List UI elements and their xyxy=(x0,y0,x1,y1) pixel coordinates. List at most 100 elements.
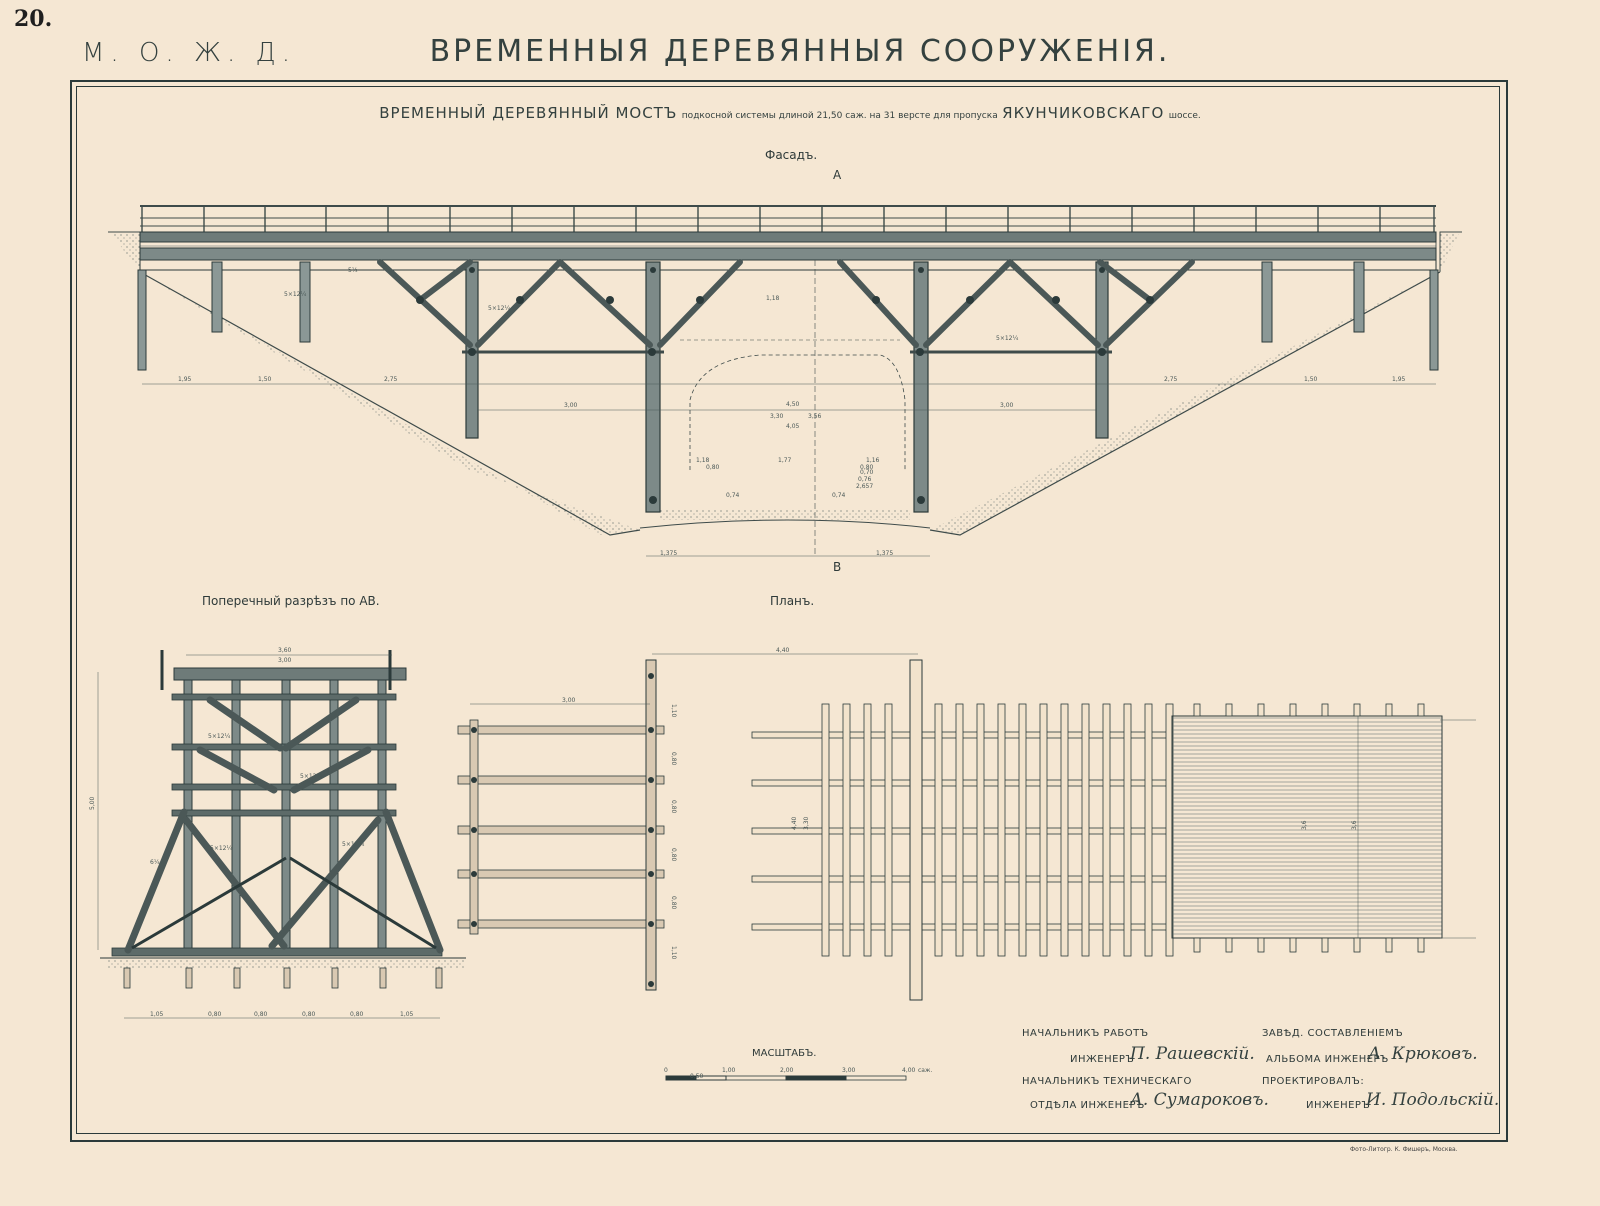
cross-dim-top1: 3,60 xyxy=(278,647,292,654)
dim-w2: 4,05 xyxy=(786,423,800,430)
scale-bar xyxy=(665,1075,907,1081)
plan-dimensions: 4,40 3,00 4,40 3,30 3,6 3,6 1,10 0,80 0,… xyxy=(562,647,1358,960)
plan-dim-top: 4,40 xyxy=(776,647,790,654)
cross-timber-5: 6¼ xyxy=(150,859,160,866)
plan-dim-left: 3,00 xyxy=(562,697,576,704)
dim-w1: 4,50 xyxy=(786,401,800,408)
dim-h1: 3,30 xyxy=(770,413,784,420)
railing-posts xyxy=(141,206,1435,232)
page-title: ВРЕМЕННЫЯ ДЕРЕВЯННЫЯ СООРУЖЕНIЯ. xyxy=(429,34,1171,69)
scale-tick-5: 4,00 xyxy=(902,1067,916,1074)
cross-dim-top2: 3,00 xyxy=(278,657,292,664)
cross-section-dimensions: 3,60 3,00 5,00 1,05 0,80 0,80 0,80 0,80 … xyxy=(89,647,414,1018)
facade-dimensions: 1,95 1,50 2,75 3,00 3,00 2,75 1,50 1,95 … xyxy=(178,267,1406,557)
plan-side-4: 0,80 xyxy=(670,848,677,862)
scale-tick-3: 2,00 xyxy=(780,1067,794,1074)
dim-facade-6: 2,75 xyxy=(1164,376,1178,383)
plan-dim-right1: 3,6 xyxy=(1301,820,1308,830)
scale-tick-4: 3,00 xyxy=(842,1067,856,1074)
bridge-deck xyxy=(139,231,1437,243)
cross-timber-1: 5×12¼ xyxy=(208,733,230,740)
subtitle-main: ВРЕМЕННЫЙ ДЕРЕВЯННЫЙ МОСТЪ xyxy=(379,104,678,122)
sig-left-role1: НАЧАЛЬНИКЪ РАБОТЪ xyxy=(1022,1028,1149,1039)
timber-label-1: 5×12¼ xyxy=(284,291,306,298)
section-marker-a: А xyxy=(833,168,842,182)
cross-dim-b1: 1,05 xyxy=(150,1011,164,1018)
bolts xyxy=(416,267,1154,504)
right-embankment xyxy=(930,232,1460,535)
dim-b7: 0,76 xyxy=(858,476,872,483)
drawing-frame-outer xyxy=(70,80,1508,1142)
dim-clear-h: 1,18 xyxy=(766,295,780,302)
cross-dim-b2: 0,80 xyxy=(208,1011,222,1018)
end-piles xyxy=(137,261,1439,371)
plan-side-5: 0,80 xyxy=(670,896,677,910)
plan-side-1: 1,10 xyxy=(670,704,677,718)
clearance-gauge xyxy=(689,354,906,470)
plan-deck-posts xyxy=(1193,703,1425,953)
plan-dim-mid2: 3,30 xyxy=(803,816,810,830)
cross-timber-3: 5×12¼ xyxy=(210,845,232,852)
cross-timber-4: 5×12¼ xyxy=(342,841,364,848)
dim-bottom-right: 1,375 xyxy=(876,550,893,557)
diagonal-struts xyxy=(377,259,1195,348)
subtitle-desc: подкосной системы длиной 21,50 саж. на 3… xyxy=(681,111,998,121)
sig-left-role2: НАЧАЛЬНИКЪ ТЕХНИЧЕСКАГО xyxy=(1022,1076,1192,1087)
dim-b2: 0,80 xyxy=(706,464,720,471)
dim-b1: 1,18 xyxy=(696,457,710,464)
sig-left-name2: А. Сумароковъ. xyxy=(1130,1090,1269,1110)
drawing-frame-inner xyxy=(76,86,1500,1134)
plan-side-2: 0,80 xyxy=(670,752,677,766)
timber-label-3: 5×12¼ xyxy=(996,335,1018,342)
sig-right-role2b: ИНЖЕНЕРЪ xyxy=(1306,1100,1371,1111)
sig-right-name1: А. Крюковъ. xyxy=(1368,1044,1478,1064)
dim-bottom-left: 1,375 xyxy=(660,550,677,557)
left-slope xyxy=(139,271,641,536)
sig-right-role1: ЗАВѢД. СОСТАВЛЕНIЕМЪ xyxy=(1262,1028,1404,1039)
dim-facade-8: 1,95 xyxy=(1392,376,1406,383)
dim-b6: 0,74 xyxy=(726,492,740,499)
plan-label: Планъ. xyxy=(770,594,815,608)
plan-side-6: 1,10 xyxy=(670,946,677,960)
plan-sleepers xyxy=(821,703,1174,957)
timber-label-2: 5×12¼ xyxy=(488,305,510,312)
section-marker-b: В xyxy=(833,560,842,574)
cross-dim-b4: 0,80 xyxy=(302,1011,316,1018)
cross-timber-2: 5×12¼ xyxy=(300,773,322,780)
scale-tick-0: 0 xyxy=(664,1067,668,1074)
scale-ticks: 0 0,50 1,00 2,00 3,00 4,00 саж. xyxy=(664,1067,932,1080)
dim-h2: 3,56 xyxy=(808,413,822,420)
sig-right-role2: ПРОЕКТИРОВАЛЪ: xyxy=(1262,1076,1365,1087)
plan-side-3: 0,80 xyxy=(670,800,677,814)
dim-b4: 1,16 xyxy=(866,457,880,464)
dim-facade-2: 1,50 xyxy=(258,376,272,383)
drawing-subtitle: ВРЕМЕННЫЙ ДЕРЕВЯННЫЙ МОСТЪ подкосной сис… xyxy=(80,104,1500,122)
sig-right-role1b: АЛЬБОМА ИНЖЕНЕРЪ xyxy=(1266,1054,1389,1065)
sig-left-role1b: ИНЖЕНЕРЪ xyxy=(1070,1054,1135,1065)
scale-tick-2: 1,00 xyxy=(722,1067,736,1074)
dim-facade-3: 2,75 xyxy=(384,376,398,383)
dim-facade-1: 1,95 xyxy=(178,376,192,383)
timber-label-4: 5½ xyxy=(348,267,358,274)
dim-facade-5: 3,00 xyxy=(1000,402,1014,409)
dim-b3: 1,77 xyxy=(778,457,792,464)
dim-b10: 2,657 xyxy=(856,483,873,490)
plan-planking xyxy=(1171,715,1443,939)
page-number: 20. xyxy=(14,6,53,32)
sig-left-name1: П. Рашевскій. xyxy=(1130,1044,1255,1064)
dim-b9: 0,70 xyxy=(860,469,874,476)
sig-right-name2: И. Подольскій. xyxy=(1366,1090,1500,1110)
scale-tick-1: 0,50 xyxy=(690,1073,704,1080)
cross-dim-height: 5,00 xyxy=(89,796,96,810)
sig-left-role2b: ОТДѢЛА ИНЖЕНЕРЪ xyxy=(1030,1100,1145,1111)
dim-b8: 0,74 xyxy=(832,492,846,499)
plan-dim-right2: 3,6 xyxy=(1351,820,1358,830)
scale-label: МАСШТАБЪ. xyxy=(752,1048,817,1059)
dim-facade-7: 1,50 xyxy=(1304,376,1318,383)
main-beam xyxy=(139,247,1437,261)
cross-section-label: Поперечный разрѣзъ по АВ. xyxy=(202,594,380,608)
cross-section-drawing xyxy=(97,650,466,1019)
plan-cross-beams xyxy=(457,725,665,929)
trestle-columns xyxy=(465,261,1109,513)
